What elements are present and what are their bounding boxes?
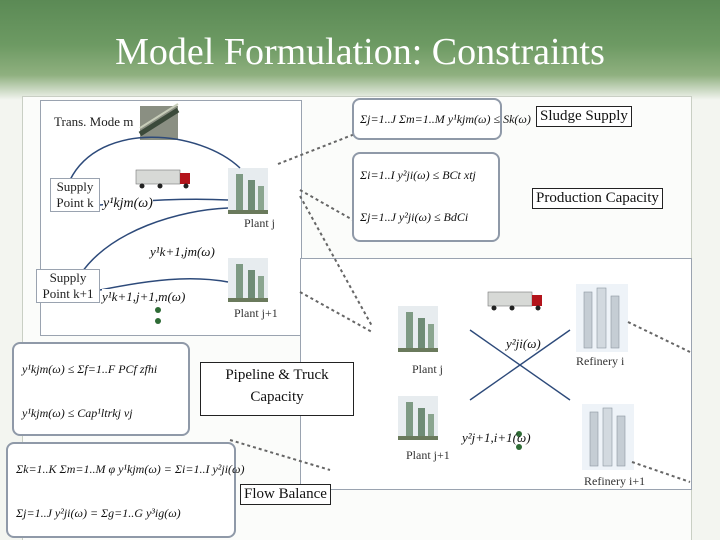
flow-var-y-ji: y²ji(ω) [506,336,541,351]
trans-mode-label: Trans. Mode m [54,114,134,129]
plant-image-j1-right [398,396,438,440]
ellipsis-dot [516,444,522,450]
truck-image-top [135,169,190,189]
ellipsis-dot [155,307,161,313]
ellipsis-dot [155,318,161,324]
plant-image-j1 [228,258,268,302]
flow-var-y-k1jm: y¹k+1,jm(ω) [150,244,215,259]
production-equation-2: Σj=1..J y²ji(ω) ≤ BdCi [360,210,469,224]
flow-balance-callout: Flow Balance [240,484,331,505]
arc-k1-j [79,207,229,276]
plant-j1-label: Plant j+1 [234,306,278,320]
flow-equation-2: Σj=1..J y²ji(ω) = Σg=1..G y³ig(ω) [16,506,181,520]
truck-image-right [487,291,542,311]
flow-var-y-kjm: y¹kjm(ω) [103,196,153,212]
flow-var-y-k1j1m: y¹k+1,j+1,m(ω) [102,289,186,305]
flow-var-y-j1i1: y²j+1,i+1(ω) [462,430,531,445]
sludge-supply-equation-box: Σj=1..J Σm=1..M y¹kjm(ω) ≤ Sk(ω) [352,98,531,140]
plant-j-label: Plant j [244,216,276,230]
pipeline-equation-1: y¹kjm(ω) ≤ Σf=1..F PCf zfhi [22,362,158,376]
connector-pipe [299,195,373,327]
supply-point-k1-label: Supply Point k+1 [36,269,100,303]
arc-k1-j1 [99,277,229,291]
supply-point-k-label: Supply Point k [50,178,100,212]
refinery-i-label: Refinery i [576,354,625,368]
pipeline-truck-callout: Pipeline & Truck Capacity [200,362,354,416]
sludge-supply-callout: Sludge Supply [536,106,632,127]
ellipsis-dot [516,431,522,437]
line-j1-i [469,329,571,401]
refinery-image-i [576,284,628,352]
connector-pipe2 [299,291,373,333]
connector-flow [229,439,331,471]
arc-pipeline [69,136,241,181]
connector-prod [299,189,361,225]
pipeline-equation-2: y¹kjm(ω) ≤ Cap¹ltrkj vj [22,406,133,420]
plant-image-j-right [398,306,438,352]
pipeline-image [138,103,180,140]
production-equation-1: Σi=1..I y²ji(ω) ≤ BCt xtj [360,168,476,182]
flow-equation-1: Σk=1..K Σm=1..M φ y¹kjm(ω) = Σi=1..I y²j… [16,462,245,476]
refinery-i1-label: Refinery i+1 [584,474,646,488]
refinery-image-i1 [582,404,634,470]
connector-refinery2 [631,461,691,483]
title-bar [0,0,720,100]
plant-j-right-label: Plant j [412,362,444,376]
flow-balance-equation-box: Σk=1..K Σm=1..M φ y¹kjm(ω) = Σi=1..I y²j… [6,442,245,538]
production-capacity-equation-box: Σi=1..I y²ji(ω) ≤ BCt xtj Σj=1..J y²ji(ω… [352,152,500,242]
connector-sludge [277,131,361,165]
pipeline-truck-equation-box: y¹kjm(ω) ≤ Σf=1..F PCf zfhi y¹kjm(ω) ≤ C… [12,342,190,436]
plant-image-j [228,168,268,214]
connector-refinery [627,321,691,353]
plant-j1-right-label: Plant j+1 [406,448,450,462]
slide-title: Model Formulation: Constraints [115,31,605,73]
production-capacity-callout: Production Capacity [532,188,663,209]
sludge-equation: Σj=1..J Σm=1..M y¹kjm(ω) ≤ Sk(ω) [360,112,531,126]
